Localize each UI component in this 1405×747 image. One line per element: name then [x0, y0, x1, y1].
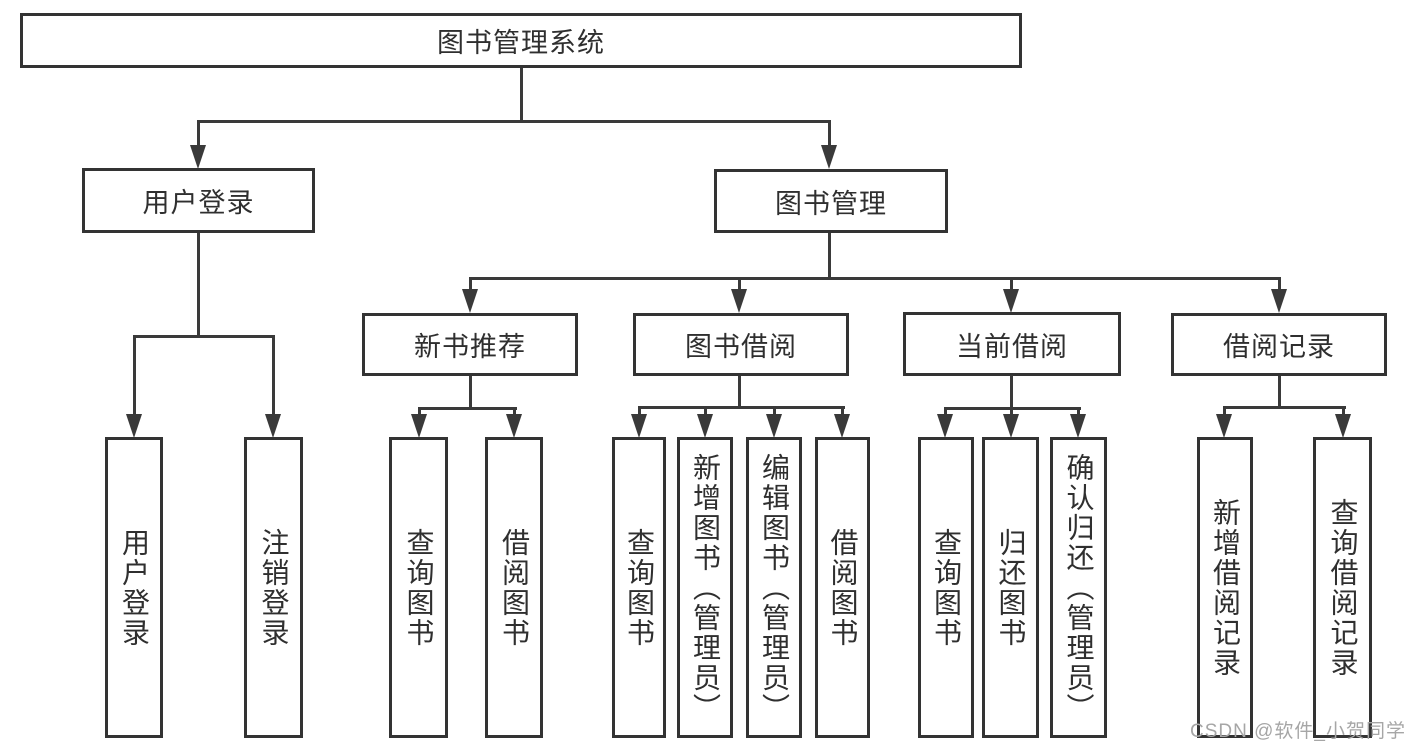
- arrow-down-icon: [411, 414, 427, 438]
- connector-drop: [1342, 406, 1345, 416]
- connector-drop: [1077, 407, 1080, 416]
- connector-book-borrow-hbar: [638, 406, 845, 409]
- connector-borrow-record-stem: [1278, 376, 1281, 409]
- connector-drop: [704, 406, 707, 416]
- connector-book-management-hbar: [469, 277, 1281, 280]
- node-borrowing-records: 借阅记录: [1171, 313, 1387, 376]
- node-label: 当前借阅: [956, 331, 1068, 362]
- connector-book-management-stem: [828, 233, 831, 280]
- leaf-label: 新增图书（管理员）: [690, 452, 721, 723]
- connector-drop: [1223, 406, 1226, 416]
- node-user-login: 用户登录: [82, 168, 315, 233]
- node-book-management: 图书管理: [714, 169, 948, 233]
- connector-new-book-stem: [469, 376, 472, 409]
- leaf-logout: 注销登录: [244, 437, 303, 738]
- arrow-down-icon: [265, 414, 281, 438]
- leaf-edit-books-admin: 编辑图书（管理员）: [746, 437, 802, 738]
- arrow-down-icon: [506, 414, 522, 438]
- connector-drop-user-login: [197, 120, 200, 147]
- connector-root-hbar: [197, 120, 831, 123]
- connector-drop: [638, 406, 641, 416]
- leaf-label: 查询图书: [403, 527, 435, 648]
- arrow-down-icon: [731, 289, 747, 313]
- leaf-label: 归还图书: [995, 527, 1027, 648]
- connector-drop: [773, 406, 776, 416]
- arrow-down-icon: [766, 414, 782, 438]
- leaf-query-borrow-record: 查询借阅记录: [1313, 437, 1372, 738]
- arrow-down-icon: [1070, 414, 1086, 438]
- watermark: CSDN @软件_小贺同学: [1190, 721, 1405, 742]
- leaf-label: 查询图书: [624, 527, 655, 648]
- connector-drop: [841, 406, 844, 416]
- node-label: 借阅记录: [1223, 332, 1335, 362]
- leaf-label: 编辑图书（管理员）: [759, 452, 790, 723]
- node-label: 图书借阅: [685, 332, 797, 362]
- leaf-query-books: 查询图书: [612, 437, 666, 738]
- leaf-label: 查询图书: [931, 527, 962, 648]
- leaf-label: 确认归还（管理员）: [1063, 452, 1095, 723]
- node-current-borrowing: 当前借阅: [903, 312, 1121, 376]
- connector-borrow-record-hbar: [1223, 406, 1346, 409]
- leaf-label: 注销登录: [258, 527, 290, 648]
- leaf-borrow-books: 借阅图书: [485, 437, 543, 738]
- connector-drop: [944, 407, 947, 416]
- node-label: 图书管理系统: [437, 28, 605, 58]
- connector-user-login-hbar: [133, 335, 275, 338]
- arrow-down-icon: [1003, 414, 1019, 438]
- arrow-down-icon: [821, 145, 837, 169]
- leaf-label: 新增借阅记录: [1210, 497, 1241, 678]
- leaf-label: 用户登录: [119, 527, 150, 648]
- node-label: 用户登录: [142, 188, 255, 218]
- connector-drop: [1010, 407, 1013, 416]
- arrow-down-icon: [1003, 289, 1019, 313]
- connector-drop-current-borrow: [1010, 277, 1013, 291]
- connector-drop: [418, 407, 421, 416]
- leaf-label: 借阅图书: [499, 527, 530, 648]
- arrow-down-icon: [190, 145, 206, 169]
- leaf-label: 借阅图书: [827, 527, 859, 648]
- leaf-add-borrow-record: 新增借阅记录: [1197, 437, 1253, 738]
- connector-drop-book-borrow: [738, 277, 741, 291]
- arrow-down-icon: [1335, 414, 1351, 438]
- node-label: 图书管理: [775, 188, 887, 219]
- leaf-query-books: 查询图书: [918, 437, 974, 738]
- node-library-management-system: 图书管理系统: [20, 13, 1022, 68]
- connector-drop: [513, 407, 516, 416]
- arrow-down-icon: [937, 414, 953, 438]
- leaf-label: 查询借阅记录: [1327, 497, 1359, 678]
- connector-book-borrow-stem: [738, 376, 741, 409]
- leaf-user-login: 用户登录: [105, 437, 163, 738]
- connector-new-book-hbar: [418, 407, 517, 410]
- arrow-down-icon: [126, 414, 142, 438]
- arrow-down-icon: [697, 414, 713, 438]
- arrow-down-icon: [834, 414, 850, 438]
- connector-current-borrow-stem: [1010, 375, 1013, 409]
- arrow-down-icon: [1271, 289, 1287, 313]
- connector-drop-new-book: [469, 277, 472, 291]
- node-label: 新书推荐: [414, 332, 526, 362]
- arrow-down-icon: [1216, 414, 1232, 438]
- leaf-query-books: 查询图书: [389, 437, 448, 738]
- connector-user-login-stem: [197, 233, 200, 338]
- arrow-down-icon: [631, 414, 647, 438]
- leaf-borrow-books: 借阅图书: [815, 437, 870, 738]
- leaf-return-books: 归还图书: [982, 437, 1039, 738]
- connector-drop-leaf-logout: [272, 335, 275, 416]
- node-book-borrowing: 图书借阅: [633, 313, 849, 376]
- connector-drop-book-management: [828, 120, 831, 147]
- leaf-confirm-return-admin: 确认归还（管理员）: [1050, 437, 1107, 738]
- node-new-book-recommendation: 新书推荐: [362, 313, 578, 376]
- connector-drop-borrow-record: [1278, 277, 1281, 291]
- connector-drop-leaf-user-login: [133, 335, 136, 416]
- leaf-add-books-admin: 新增图书（管理员）: [677, 437, 733, 738]
- arrow-down-icon: [462, 289, 478, 313]
- connector-root-stem: [520, 68, 523, 121]
